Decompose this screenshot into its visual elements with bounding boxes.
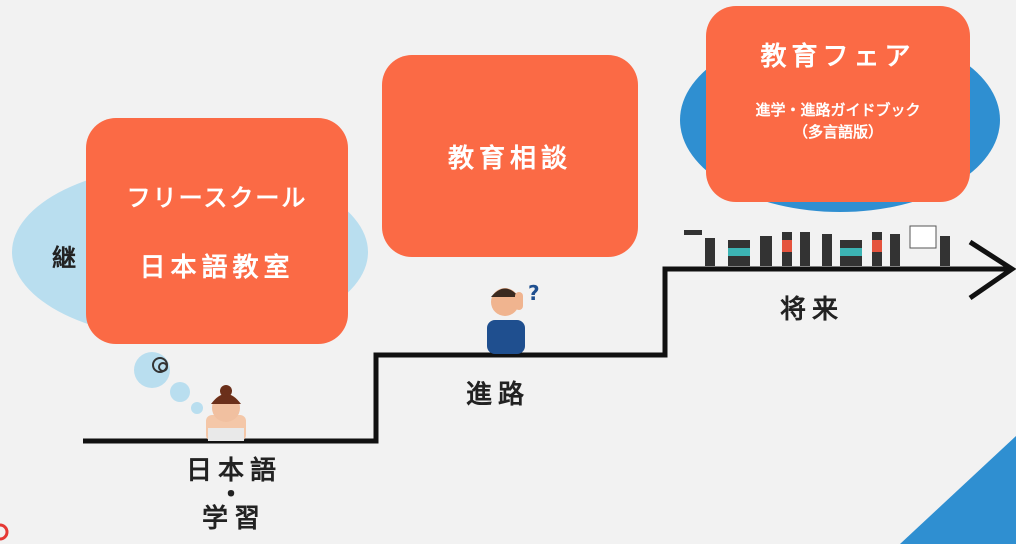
stressed-student-icon [206, 385, 246, 441]
step-label-career-path: 進路 [466, 380, 531, 410]
corner-mark [0, 523, 9, 541]
guidebook-label: 進学・進路ガイドブック [755, 101, 921, 119]
scribble-icon [152, 357, 168, 373]
step-label-japanese-study: 日本語 ・ 学習 [166, 455, 302, 535]
stairs-line [83, 266, 1012, 444]
thought-bubble-dot [134, 352, 170, 388]
support-box-free-school: フリースクール 日本語教室 [86, 118, 348, 344]
corner-triangle [900, 436, 1016, 544]
thinking-person-icon: ? [487, 281, 540, 354]
arrow-head [968, 239, 1016, 301]
thought-bubble-dot [170, 382, 190, 402]
bubble-text: 継 [52, 244, 76, 272]
people-activities-icon [684, 225, 950, 266]
japanese-study-line1: 日本語 [185, 456, 282, 486]
multilingual-label: （多言語版） [792, 123, 883, 141]
support-box-education-fair: 教育フェア 進学・進路ガイドブック （多言語版） [706, 6, 970, 202]
japanese-study-dot: ・ [217, 480, 250, 510]
free-school-label: フリースクール [126, 184, 308, 212]
step-label-future: 将来 [780, 295, 845, 325]
education-fair-label: 教育フェア [760, 42, 916, 72]
thought-bubble-dot [191, 402, 203, 414]
education-consult-label: 教育相談 [447, 143, 572, 174]
support-box-education-consult: 教育相談 [382, 55, 638, 257]
japanese-study-line2: 学習 [201, 504, 266, 534]
svg-text:?: ? [528, 281, 540, 305]
japanese-class-label: 日本語教室 [139, 253, 295, 283]
